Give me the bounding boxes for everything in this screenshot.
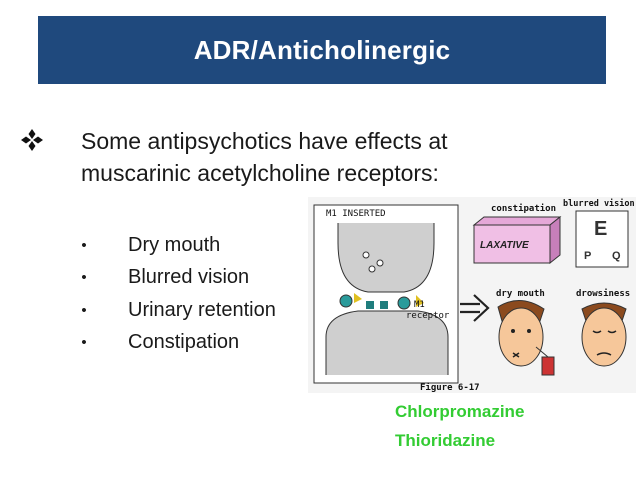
bullet-dot: •: [81, 301, 87, 319]
drowsiness-label: drowsiness: [576, 288, 630, 299]
drug-list: Chlorpromazine Thioridazine: [395, 397, 524, 455]
intro-text: Some antipsychotics have effects at musc…: [81, 128, 448, 186]
vesicle: [376, 259, 384, 267]
vesicle: [362, 251, 370, 259]
laxative-box-side: [549, 215, 561, 265]
dry-mouth-label: dry mouth: [496, 289, 545, 299]
m1-inserted-label: M1 INSERTED: [326, 209, 386, 219]
figure-illustration: M1 INSERTED M1 receptor constipation LAX…: [313, 198, 635, 393]
receptor-label-word: receptor: [406, 311, 450, 321]
eye-chart-letter: P: [584, 250, 591, 262]
bullet-dot: •: [81, 236, 87, 254]
list-item: • Constipation: [80, 327, 276, 360]
bullet-dot: •: [81, 334, 87, 352]
slide-title: ADR/Anticholinergic: [193, 34, 451, 65]
constipation-label: constipation: [491, 203, 556, 214]
acetylcholine-marker: [416, 295, 424, 307]
figure-caption: Figure 6-17: [420, 382, 480, 393]
effect-label: Urinary retention: [128, 298, 276, 321]
postsynaptic-cell: [325, 310, 449, 375]
drug-name: Chlorpromazine: [395, 402, 525, 421]
drug-name: Thioridazine: [395, 431, 496, 450]
laxative-box-top: [472, 216, 562, 226]
anticholinergic-figure: M1 INSERTED M1 receptor constipation LAX…: [308, 197, 636, 393]
arrow-icon: [460, 294, 490, 322]
list-item: • Blurred vision: [80, 262, 276, 295]
laxative-text: LAXATIVE: [480, 240, 529, 251]
eye-chart: [575, 210, 629, 268]
effect-label: Dry mouth: [128, 233, 221, 256]
drowsy-face-icon: [581, 307, 627, 367]
acetylcholine-marker: [354, 293, 362, 303]
laxative-box: [473, 224, 551, 264]
receptor-block: [380, 301, 388, 309]
effects-list: • Dry mouth • Blurred vision • Urinary rete…: [80, 229, 276, 360]
list-item: • Urinary retention: [80, 294, 276, 327]
drug-molecule: [397, 296, 411, 310]
eye-chart-letter: E: [594, 218, 607, 240]
effect-label: Constipation: [128, 331, 240, 354]
drink-cup-icon: [541, 356, 555, 376]
vesicle: [368, 265, 376, 273]
four-diamond-bullet-icon: [21, 129, 43, 151]
dry-mouth-face-icon: [498, 307, 544, 367]
list-item: • Dry mouth: [80, 229, 276, 262]
title-bar: ADR/Anticholinergic: [38, 16, 606, 84]
presynaptic-terminal: [337, 223, 435, 293]
bullet-dot: •: [81, 269, 87, 287]
effect-label: Blurred vision: [128, 266, 250, 289]
eye-chart-letter: Q: [612, 250, 621, 262]
receptor-label-m1: M1: [414, 300, 425, 310]
drug-molecule: [339, 294, 353, 308]
receptor-block: [366, 301, 374, 309]
blurred-vision-label: blurred vision: [563, 198, 635, 209]
